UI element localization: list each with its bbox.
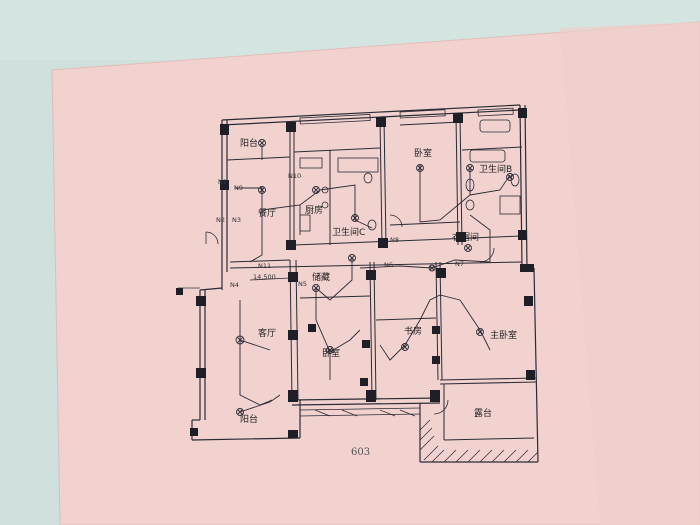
circuit-n10: N10: [288, 172, 301, 180]
sanitary-fixtures: [299, 119, 521, 232]
room-label-study: 书房: [404, 325, 422, 337]
dimension-ticks: [178, 277, 291, 289]
room-label-balcony-top: 阳台: [240, 137, 258, 149]
paper-shade: [560, 22, 700, 525]
window-marks: [299, 107, 514, 125]
circuit-n1: N1: [218, 178, 227, 186]
circuit-n6: N6: [384, 261, 393, 269]
room-label-dining: 餐厅: [258, 207, 276, 219]
floor-plan: [176, 104, 539, 463]
room-label-living: 客厅: [258, 327, 276, 339]
circuit-n3: N3: [232, 216, 241, 224]
light-fixtures: [235, 139, 514, 416]
door-swings: [205, 214, 495, 415]
room-label-storage: 储藏: [312, 271, 330, 283]
circuit-n2: N2: [216, 216, 225, 224]
room-label-bath-b: 卫生间B: [479, 163, 512, 175]
room-label-bedroom-mid: 卧室: [322, 347, 340, 359]
structural-columns: [176, 108, 535, 438]
room-label-bedroom-top: 卧室: [414, 147, 432, 159]
room-label-kitchen: 厨房: [305, 204, 323, 216]
wiring-circuits: [235, 145, 511, 413]
circuit-n4: N4: [230, 281, 239, 289]
elevation-mark: 14.500: [253, 273, 276, 281]
circuit-n8: N8: [390, 236, 399, 244]
room-label-master: 主卧室: [490, 329, 517, 341]
balcony-railing: [299, 407, 421, 417]
circuit-n9: N9: [234, 184, 243, 192]
room-labels: 阳台 餐厅 厨房 卫生间C 卧室 卫生间B 衣帽间 储藏 客厅 卧室 书房 主卧…: [240, 137, 517, 425]
circuit-labels: N1 N2 N3 N4 N5 N6 N7 N8 N9 N10 N11: [216, 172, 464, 289]
room-label-bath-c: 卫生间C: [332, 226, 365, 238]
page-number: 603: [351, 447, 370, 458]
circuit-n11: N11: [258, 262, 271, 270]
circuit-n5: N5: [298, 280, 307, 288]
room-label-terrace: 露台: [474, 407, 492, 419]
room-label-balcony-bottom: 阳台: [240, 413, 258, 425]
terrace-edge: [419, 419, 539, 463]
circuit-n7: N7: [455, 260, 464, 268]
room-label-closet: 衣帽间: [452, 231, 479, 243]
outer-walls: [191, 104, 539, 463]
